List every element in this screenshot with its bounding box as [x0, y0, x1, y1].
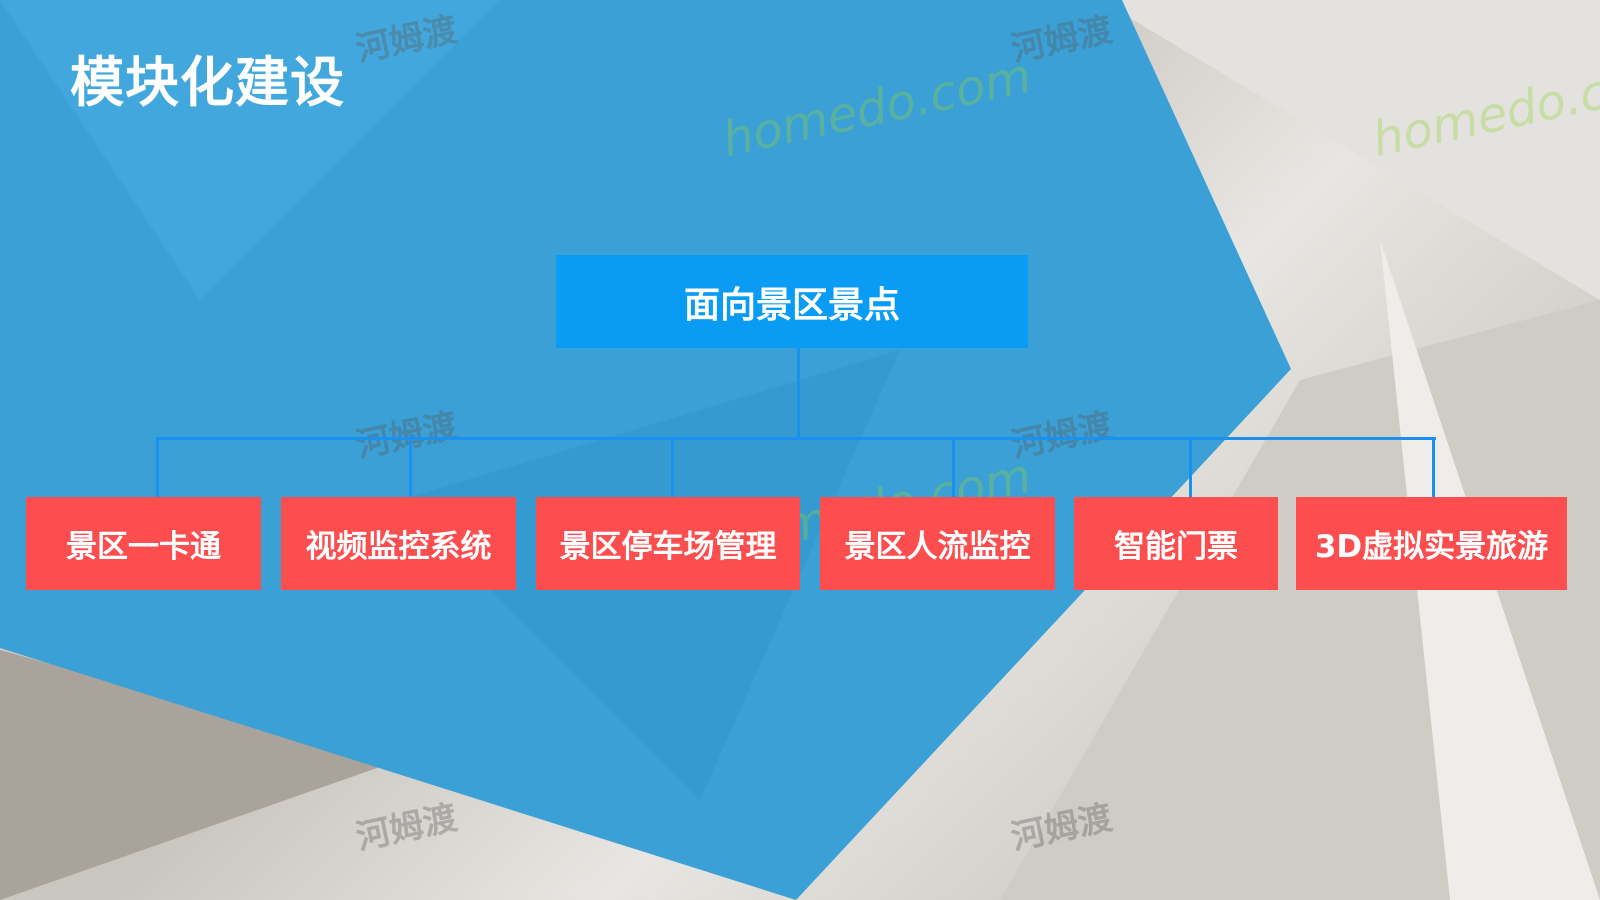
- connector-drop: [671, 437, 674, 497]
- module-3d-virtual-tour: 3D虚拟实景旅游: [1296, 497, 1567, 590]
- connector-drop: [952, 437, 955, 497]
- root-node: 面向景区景点: [556, 255, 1028, 348]
- page-title: 模块化建设: [70, 51, 345, 114]
- module-parking: 景区停车场管理: [536, 497, 800, 590]
- connector-drop: [409, 437, 412, 497]
- connector-stem: [797, 348, 800, 440]
- connector-bar: [156, 437, 1436, 440]
- connector-drop: [156, 437, 159, 497]
- module-smart-ticket: 智能门票: [1074, 497, 1278, 590]
- module-crowd-monitoring: 景区人流监控: [820, 497, 1055, 590]
- module-video-surveillance: 视频监控系统: [281, 497, 516, 590]
- connector-drop: [1189, 437, 1192, 497]
- connector-drop: [1432, 437, 1435, 497]
- module-card-card: 景区一卡通: [26, 497, 261, 590]
